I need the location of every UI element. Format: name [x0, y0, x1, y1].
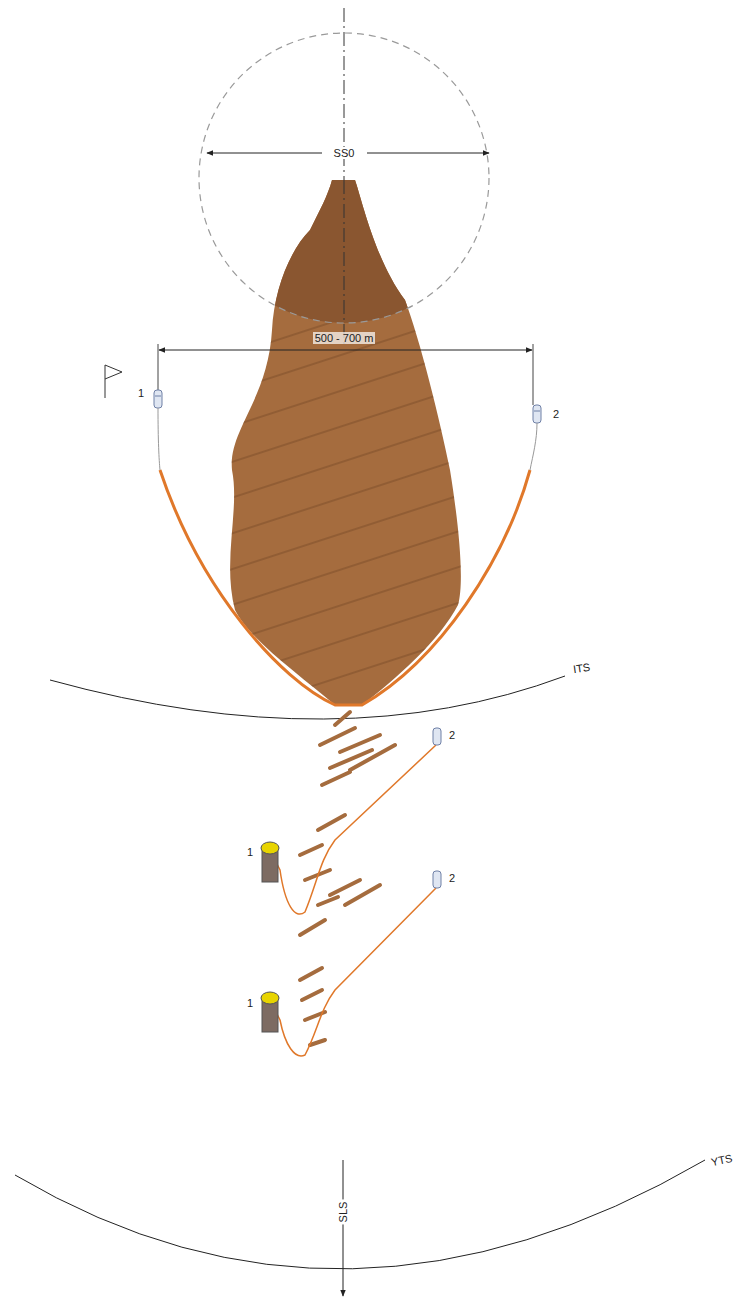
oil-streaks	[300, 712, 395, 1045]
its-arc	[50, 676, 565, 719]
boom	[275, 745, 436, 914]
callout-number: 2	[447, 872, 457, 884]
yts-arc	[15, 1160, 705, 1269]
flag	[105, 365, 122, 398]
zone-label: ITS	[571, 661, 594, 676]
callout-number: 1	[136, 387, 146, 399]
skimmer-vessel	[261, 842, 279, 882]
zone-label: SLS	[337, 1200, 349, 1225]
zone-label: YTS	[708, 1151, 735, 1168]
oil-hatch	[200, 323, 500, 723]
boat	[433, 871, 441, 888]
boom	[275, 888, 436, 1056]
boat	[533, 405, 541, 423]
boat	[154, 390, 162, 408]
dimension-line	[207, 153, 322, 154]
callout-number: 2	[447, 729, 457, 741]
dimension-label: SS0	[332, 147, 357, 159]
skimmer-vessel	[261, 992, 279, 1032]
center-line	[344, 8, 345, 345]
dimension-line	[367, 153, 489, 154]
ss0-circle	[199, 33, 489, 323]
callout-number: 1	[245, 997, 255, 1009]
boat	[433, 728, 441, 745]
dimension-line	[159, 350, 532, 351]
callout-number: 2	[551, 408, 561, 420]
dimension-label: 500 - 700 m	[313, 332, 376, 344]
boom	[160, 470, 530, 705]
callout-number: 1	[245, 846, 255, 858]
sls-arrow	[343, 1160, 344, 1296]
